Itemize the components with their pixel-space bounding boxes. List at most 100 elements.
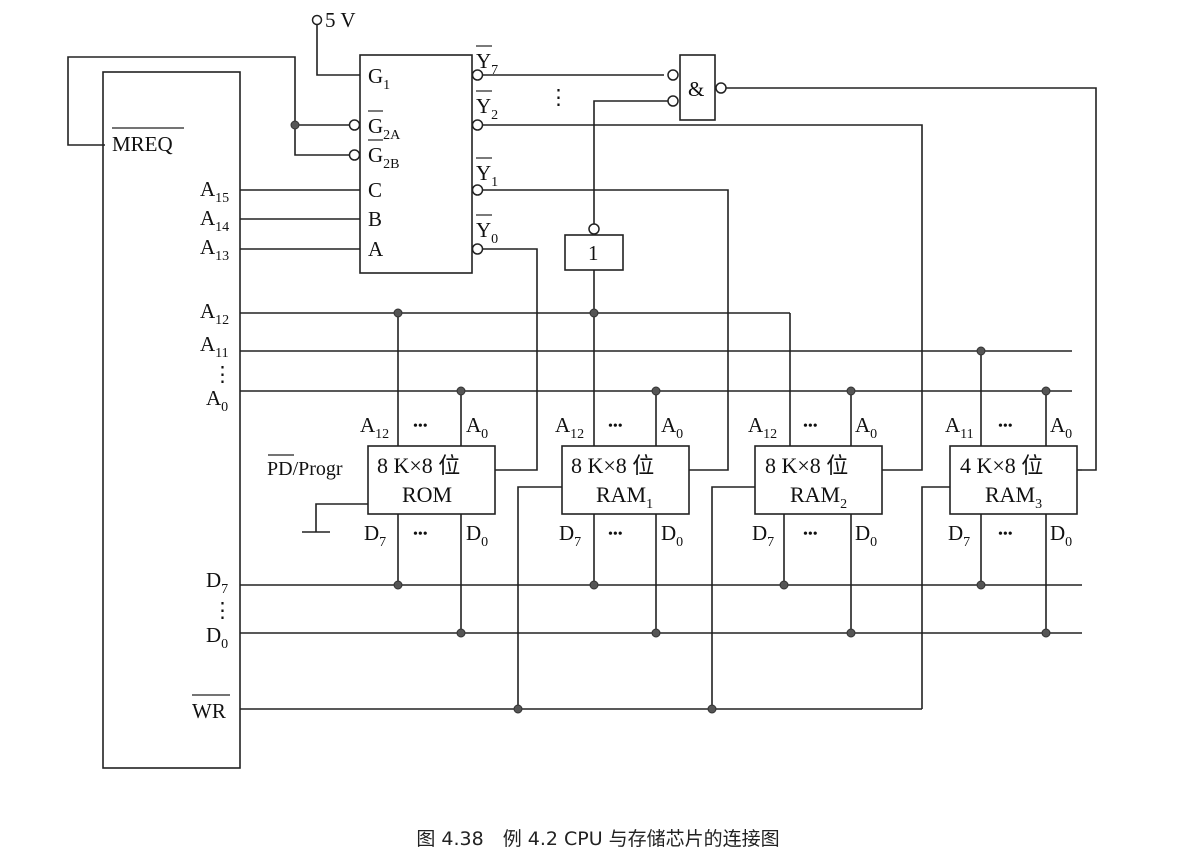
ram1-data-ellipsis: ••• — [608, 527, 623, 542]
junction-dot — [456, 386, 466, 396]
junction-dot — [707, 704, 717, 714]
ram2-data-hi-label: D7 — [752, 521, 774, 550]
ram3-name-label: RAM3 — [985, 482, 1042, 512]
rom-progr-wire — [315, 503, 368, 532]
junction-dot — [1041, 386, 1051, 396]
cpu-a15-label: A15 — [200, 177, 229, 206]
ram1-size-label: 8 K×8 位 — [571, 453, 654, 478]
junction-dot — [589, 580, 599, 590]
y0-wire — [483, 248, 538, 471]
not-output-bubble — [588, 223, 600, 235]
ram3-data-ellipsis: ••• — [998, 527, 1013, 542]
decoder-block — [359, 54, 473, 274]
ram1-addr-hi-label: A12 — [555, 413, 584, 442]
ram3-chip — [949, 445, 1078, 515]
y1-label: Y1 — [476, 161, 498, 190]
and-output-wire — [726, 87, 1097, 471]
g1-label: G1 — [368, 64, 390, 93]
rom-size-label: 8 K×8 位 — [377, 453, 460, 478]
ram2-name-label: RAM2 — [790, 482, 847, 512]
ram3-addr-ellipsis: ••• — [998, 419, 1013, 434]
ram1-chip — [561, 445, 690, 515]
supply-terminal — [311, 14, 323, 26]
ram2-wr-wire — [711, 486, 755, 709]
rom-addr-hi-label: A12 — [360, 413, 389, 442]
rom-data-lo-label: D0 — [466, 521, 488, 550]
figure-caption: 图 4.38 例 4.2 CPU 与存储芯片的连接图 — [416, 828, 779, 850]
y0-bubble — [471, 243, 484, 255]
junction-dot — [779, 580, 789, 590]
ram2-size-label: 8 K×8 位 — [765, 453, 848, 478]
cpu-data-dots: ⋮ — [212, 598, 233, 622]
ram3-addr-hi-label: A11 — [945, 413, 974, 442]
cpu-a12-label: A12 — [200, 299, 229, 328]
a-input-label: A — [368, 237, 384, 261]
rom-name-label: ROM — [402, 482, 452, 507]
junction-dot — [456, 628, 466, 638]
cpu-a13-label: A13 — [200, 235, 229, 264]
cpu-d0-label: D0 — [206, 623, 228, 652]
y2-wire — [483, 124, 923, 471]
cpu-a11-label: A11 — [200, 332, 229, 361]
mreq-wire — [67, 56, 350, 156]
ram3-size-label: 4 K×8 位 — [960, 453, 1043, 478]
ram2-data-ellipsis: ••• — [803, 527, 818, 542]
b-input-label: B — [368, 207, 382, 231]
cpu-d7-label: D7 — [206, 568, 228, 597]
pd-progr-label: PD/Progr — [267, 458, 343, 480]
junction-dot — [846, 386, 856, 396]
ram2-addr-lo-label: A0 — [855, 413, 877, 442]
ram2-chip — [754, 445, 883, 515]
rom-data-ellipsis: ••• — [413, 527, 428, 542]
junction-dot — [393, 308, 403, 318]
mreq-label: MREQ — [112, 132, 173, 156]
junction-dot — [976, 580, 986, 590]
ram3-addr-lo-label: A0 — [1050, 413, 1072, 442]
junction-dot — [589, 308, 599, 318]
not-output-wire — [593, 100, 668, 224]
ram1-addr-lo-label: A0 — [661, 413, 683, 442]
junction-dot — [976, 346, 986, 356]
ram1-addr-ellipsis: ••• — [608, 419, 623, 434]
ram3-data-lo-label: D0 — [1050, 521, 1072, 550]
y1-wire — [483, 189, 729, 471]
and-input-bubble-1 — [667, 69, 679, 81]
y0-label: Y0 — [476, 218, 498, 247]
cpu-a0-label: A0 — [206, 386, 228, 415]
ram3-data-hi-label: D7 — [948, 521, 970, 550]
g2b-inversion-bubble — [348, 149, 361, 161]
junction-dot — [290, 120, 300, 130]
c-input-label: C — [368, 178, 382, 202]
y2-bubble — [471, 119, 484, 131]
junction-dot — [393, 580, 403, 590]
ram2-data-lo-label: D0 — [855, 521, 877, 550]
ram1-data-hi-label: D7 — [559, 521, 581, 550]
rom-data-hi-label: D7 — [364, 521, 386, 550]
and-input-bubble-2 — [667, 95, 679, 107]
supply-label: 5 V — [325, 8, 356, 32]
g2b-label: G2B — [368, 143, 400, 172]
ram1-name-label: RAM1 — [596, 482, 653, 512]
cpu-a14-label: A14 — [200, 206, 229, 235]
y7-label: Y7 — [476, 49, 498, 78]
g2a-inversion-bubble — [348, 119, 361, 131]
junction-dot — [513, 704, 523, 714]
junction-dot — [1041, 628, 1051, 638]
rom-addr-ellipsis: ••• — [413, 419, 428, 434]
ram2-addr-hi-label: A12 — [748, 413, 777, 442]
junction-dot — [846, 628, 856, 638]
cpu-addr-dots: ⋮ — [212, 362, 233, 386]
not-gate-label: 1 — [588, 241, 599, 265]
junction-dot — [651, 628, 661, 638]
junction-dot — [651, 386, 661, 396]
y1-bubble — [471, 184, 484, 196]
g2a-label: G2A — [368, 114, 401, 143]
supply-wire — [316, 25, 360, 76]
and-gate — [679, 54, 716, 121]
y7-bubble — [471, 69, 484, 81]
ram1-wr-wire — [517, 486, 562, 709]
cpu-block — [102, 71, 241, 769]
and-gate-label: & — [688, 77, 704, 101]
rom-chip — [367, 445, 496, 515]
